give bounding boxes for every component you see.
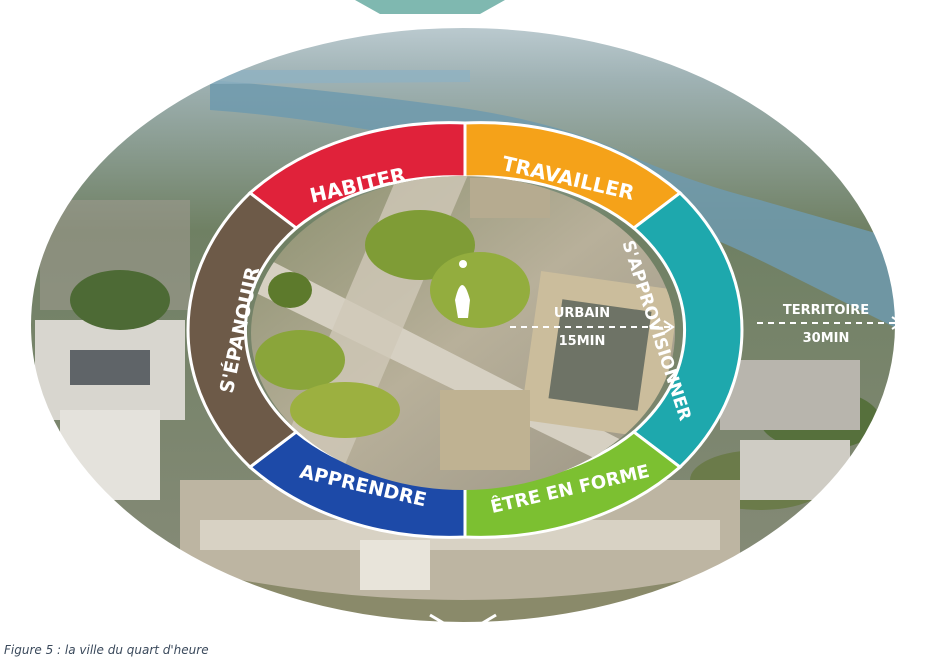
urbain-annotation: URBAIN 15MIN: [510, 306, 675, 349]
urbain-time: 15MIN: [559, 334, 606, 349]
territoire-time: 30MIN: [803, 331, 850, 346]
territoire-annotation: TERRITOIRE 30MIN: [757, 303, 903, 346]
figure-caption: Figure 5 : la ville du quart d'heure: [4, 643, 209, 657]
ring: [186, 121, 744, 539]
outer-ellipse-border: [21, 18, 905, 632]
segment-sepanouir: [186, 190, 299, 470]
converging-arrows-icon: [429, 613, 497, 657]
top-tab-shape: [355, 0, 505, 14]
urban-square-photo: [251, 176, 675, 490]
urbain-label: URBAIN: [554, 306, 610, 321]
territoire-label: TERRITOIRE: [783, 303, 869, 318]
